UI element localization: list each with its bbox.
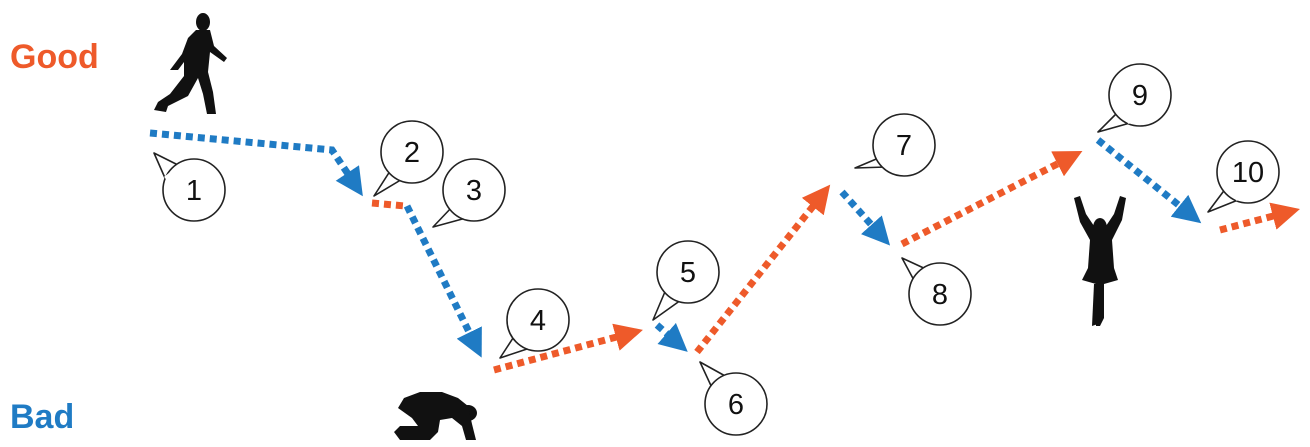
step-number-label: 6 <box>728 389 744 421</box>
step-4-segment <box>493 323 643 374</box>
step-6-bubble: 6 <box>699 361 768 436</box>
step-5-segment <box>654 322 688 352</box>
walking-person-icon <box>154 13 227 114</box>
step-1-bubble: 1 <box>153 152 226 222</box>
speech-bubbles: 1 2 3 4 5 6 7 8 9 10 <box>153 63 1280 436</box>
step-5-bubble: 5 <box>652 240 720 321</box>
step-10-bubble: 10 <box>1207 140 1280 213</box>
step-3-bubble: 3 <box>432 158 506 228</box>
celebrating-person-icon <box>1074 196 1126 326</box>
step-8-bubble: 8 <box>901 257 972 326</box>
step-number-label: 8 <box>932 279 948 311</box>
bad-label: Bad <box>10 398 75 436</box>
good-label: Good <box>10 38 99 76</box>
step-1-segment <box>149 129 363 197</box>
step-number-label: 3 <box>466 175 482 207</box>
step-number-label: 1 <box>186 175 202 207</box>
step-2-bubble: 2 <box>373 120 444 197</box>
step-7-bubble: 7 <box>854 113 936 177</box>
step-7-segment <box>839 189 891 246</box>
step-number-label: 9 <box>1132 80 1148 112</box>
step-3-segment <box>403 204 482 358</box>
step-9-bubble: 9 <box>1097 63 1172 133</box>
journey-path <box>149 129 1300 374</box>
step-6-segment <box>694 184 831 355</box>
step-number-label: 4 <box>530 305 546 337</box>
step-8-segment <box>900 151 1083 248</box>
step-number-label: 7 <box>896 130 912 162</box>
step-9-segment <box>1095 137 1202 224</box>
step-10-segment <box>1219 202 1300 234</box>
step-number-label: 2 <box>404 137 420 169</box>
step-number-label: 10 <box>1232 157 1264 189</box>
step-4-bubble: 4 <box>499 288 570 359</box>
step-2-segment <box>371 199 406 210</box>
step-number-label: 5 <box>680 257 696 289</box>
kneeling-person-icon <box>394 392 477 440</box>
